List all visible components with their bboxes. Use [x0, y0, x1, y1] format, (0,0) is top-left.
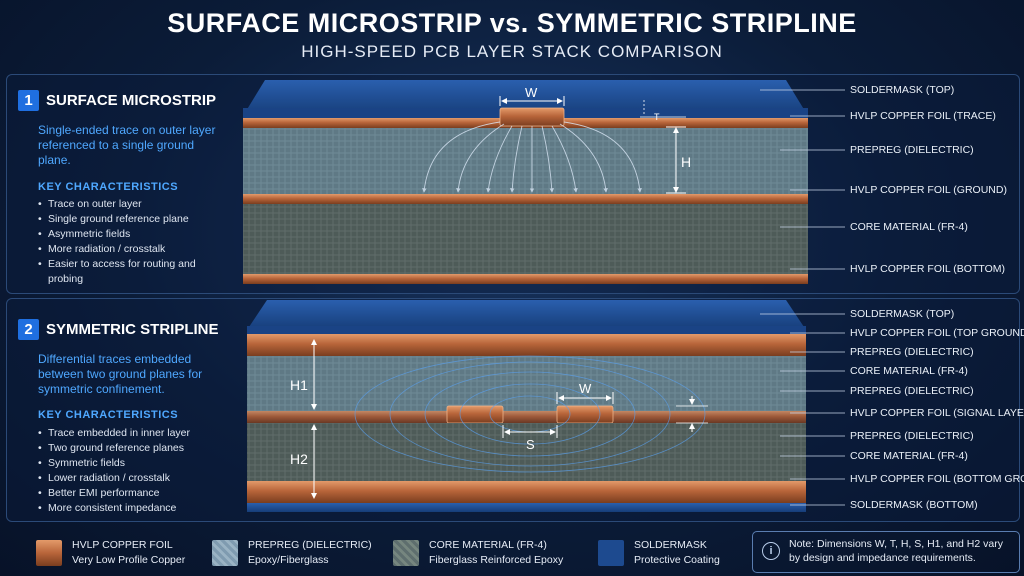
- stripline-layer-label: HVLP COPPER FOIL (SIGNAL LAYER): [850, 407, 1024, 419]
- stripline-dimensions: [311, 339, 708, 499]
- copper-swatch: [36, 540, 62, 566]
- stripline-title: SYMMETRIC STRIPLINE: [46, 321, 219, 338]
- microstrip-dim-w: W: [525, 85, 538, 100]
- stripline-field-lines: [354, 355, 706, 473]
- microstrip-layer-label: CORE MATERIAL (FR-4): [850, 221, 968, 233]
- stripline-signal-copper: [247, 411, 806, 423]
- microstrip-layer-label: HVLP COPPER FOIL (GROUND): [850, 184, 1007, 196]
- legend-item-soldermask: SOLDERMASK Protective Coating: [598, 530, 748, 576]
- stripline-layer-label: SOLDERMASK (TOP): [850, 308, 955, 320]
- note-text: Note: Dimensions W, T, H, S, H1, and H2 …: [789, 538, 1003, 564]
- microstrip-dimensions: [499, 96, 686, 194]
- stripline-soldermask-top: [247, 300, 806, 330]
- legend-sub: Fiberglass Reinforced Epoxy: [429, 554, 564, 566]
- legend-name: HVLP COPPER FOIL: [72, 539, 173, 551]
- stripline-trace-left: [446, 405, 504, 424]
- microstrip-layer-label: SOLDERMASK (TOP): [850, 84, 955, 96]
- legend-sub: Very Low Profile Copper: [72, 554, 186, 566]
- stripline-dim-w: W: [579, 381, 592, 396]
- legend-name: SOLDERMASK: [634, 539, 707, 551]
- microstrip-layer-label: PREPREG (DIELECTRIC): [850, 144, 974, 156]
- list-item: Easier to access for routing and probing: [38, 257, 228, 287]
- core-swatch: [393, 540, 419, 566]
- legend-sub: Epoxy/Fiberglass: [248, 554, 329, 566]
- microstrip-leader-lines: [760, 89, 845, 270]
- list-item: Better EMI performance: [38, 486, 228, 501]
- microstrip-key-heading: KEY CHARACTERISTICS: [38, 181, 179, 193]
- microstrip-prepreg: [243, 128, 808, 194]
- stripline-layer-label: SOLDERMASK (BOTTOM): [850, 499, 978, 511]
- legend-sub: Protective Coating: [634, 554, 720, 566]
- stripline-leader-lines: [760, 313, 845, 506]
- stripline-dim-h2: H2: [290, 451, 308, 467]
- stripline-bottom-ground-copper: [247, 481, 806, 503]
- legend-name: PREPREG (DIELECTRIC): [248, 539, 372, 551]
- microstrip-layer-label: HVLP COPPER FOIL (BOTTOM): [850, 263, 1005, 275]
- stripline-description: Differential traces embedded between two…: [38, 352, 203, 396]
- microstrip-ground-copper: [243, 194, 808, 204]
- stripline-key-heading: KEY CHARACTERISTICS: [38, 409, 179, 421]
- list-item: Trace on outer layer: [38, 197, 228, 212]
- stripline-upper-dielectric: [247, 356, 806, 411]
- stripline-layer-label: HVLP COPPER FOIL (TOP GROUND): [850, 327, 1024, 339]
- stripline-layer-label: CORE MATERIAL (FR-4): [850, 365, 968, 377]
- legend-item-copper: HVLP COPPER FOIL Very Low Profile Copper: [36, 530, 216, 576]
- legend-item-prepreg: PREPREG (DIELECTRIC) Epoxy/Fiberglass: [212, 530, 392, 576]
- stripline-layer-label: PREPREG (DIELECTRIC): [850, 430, 974, 442]
- page-title: SURFACE MICROSTRIP vs. SYMMETRIC STRIPLI…: [167, 8, 857, 38]
- microstrip-description: Single-ended trace on outer layer refere…: [38, 123, 216, 167]
- microstrip-dim-t: T: [654, 112, 660, 122]
- page-subtitle: HIGH-SPEED PCB LAYER STACK COMPARISON: [301, 42, 723, 61]
- stripline-dim-h1: H1: [290, 377, 308, 393]
- stripline-layer-label: PREPREG (DIELECTRIC): [850, 385, 974, 397]
- stripline-layer-label: PREPREG (DIELECTRIC): [850, 346, 974, 358]
- list-item: Single ground reference plane: [38, 212, 228, 227]
- legend-name: CORE MATERIAL (FR-4): [429, 539, 547, 551]
- prepreg-swatch: [212, 540, 238, 566]
- microstrip-field-lines: [422, 121, 642, 193]
- list-item: Two ground reference planes: [38, 441, 228, 456]
- list-item: More consistent impedance: [38, 501, 228, 516]
- stripline-trace-right: [556, 405, 614, 424]
- list-item: Symmetric fields: [38, 456, 228, 471]
- microstrip-trace: [499, 107, 565, 127]
- stripline-layer-label: HVLP COPPER FOIL (BOTTOM GROUND): [850, 473, 1024, 485]
- list-item: Lower radiation / crosstalk: [38, 471, 228, 486]
- legend-item-core: CORE MATERIAL (FR-4) Fiberglass Reinforc…: [393, 530, 593, 576]
- stripline-soldermask-bottom: [247, 503, 806, 512]
- stripline-top-ground-copper: [247, 334, 806, 356]
- microstrip-core: [243, 204, 808, 274]
- list-item: Asymmetric fields: [38, 227, 228, 242]
- stripline-dim-s: S: [526, 437, 535, 452]
- list-item: More radiation / crosstalk: [38, 242, 228, 257]
- stripline-soldermask-edge: [247, 326, 806, 334]
- stripline-number-badge: 2: [18, 319, 39, 340]
- microstrip-title: SURFACE MICROSTRIP: [46, 92, 217, 109]
- list-item: Trace embedded in inner layer: [38, 426, 228, 441]
- microstrip-characteristics: Trace on outer layer Single ground refer…: [38, 197, 228, 287]
- stripline-characteristics: Trace embedded in inner layer Two ground…: [38, 426, 228, 516]
- soldermask-swatch: [598, 540, 624, 566]
- stripline-layer-label: CORE MATERIAL (FR-4): [850, 450, 968, 462]
- info-icon: i: [762, 542, 780, 560]
- microstrip-layer-label: HVLP COPPER FOIL (TRACE): [850, 110, 996, 122]
- microstrip-bottom-copper: [243, 274, 808, 284]
- note-box: i Note: Dimensions W, T, H, S, H1, and H…: [752, 531, 1020, 573]
- microstrip-dim-h: H: [681, 154, 691, 170]
- microstrip-number-badge: 1: [18, 90, 39, 111]
